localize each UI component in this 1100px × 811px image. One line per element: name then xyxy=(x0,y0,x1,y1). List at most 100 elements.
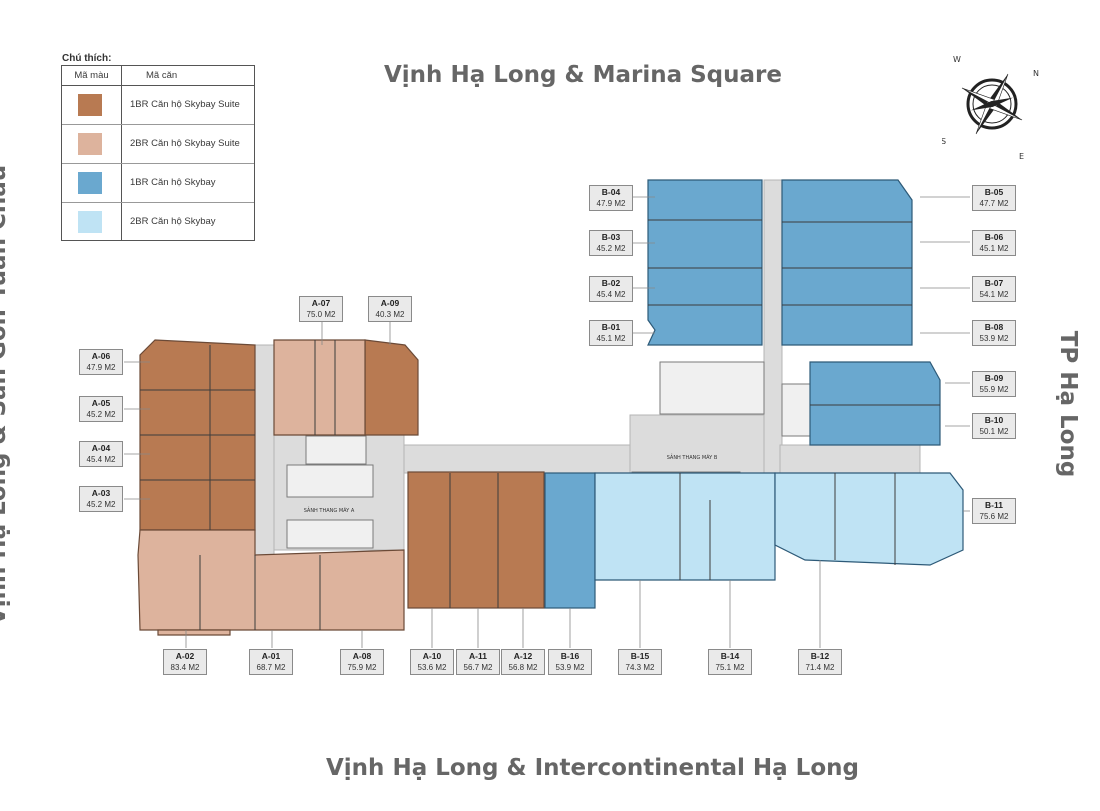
unit-area: 45.4 M2 xyxy=(86,455,116,464)
unit-tag: B-16 53.9 M2 xyxy=(548,649,592,675)
zone-b-1br-skybay xyxy=(544,179,941,609)
unit-area: 45.1 M2 xyxy=(979,244,1009,253)
legend-label: 2BR Căn hộ Skybay xyxy=(130,216,216,227)
unit-tag: B-12 71.4 M2 xyxy=(798,649,842,675)
unit-code: B-07 xyxy=(984,278,1004,288)
unit-code: B-08 xyxy=(984,322,1004,332)
unit-code: A-10 xyxy=(422,651,442,661)
unit-area: 47.9 M2 xyxy=(596,199,626,208)
lift-core-a xyxy=(286,435,374,549)
unit-area: 56.8 M2 xyxy=(508,663,538,672)
unit-tag: A-08 75.9 M2 xyxy=(340,649,384,675)
unit-code: B-05 xyxy=(984,187,1004,197)
unit-tag: B-14 75.1 M2 xyxy=(708,649,752,675)
unit-area: 75.9 M2 xyxy=(347,663,377,672)
unit-area: 45.2 M2 xyxy=(596,244,626,253)
unit-code: A-03 xyxy=(91,488,111,498)
unit-area: 83.4 M2 xyxy=(170,663,200,672)
compass-w: W xyxy=(953,55,961,64)
legend-table: Mã màu Mã căn 1BR Căn hộ Skybay Suite 2B… xyxy=(61,65,255,241)
unit-tag: A-10 53.6 M2 xyxy=(410,649,454,675)
unit-area: 75.6 M2 xyxy=(979,512,1009,521)
legend-swatch xyxy=(78,94,102,116)
unit-code: B-10 xyxy=(984,415,1004,425)
unit-area: 47.9 M2 xyxy=(86,363,116,372)
unit-code: B-11 xyxy=(985,500,1003,510)
lift-lobby-b-label: SẢNH THANG MÁY B xyxy=(667,453,718,461)
unit-code: A-02 xyxy=(175,651,195,661)
unit-tag: B-10 50.1 M2 xyxy=(972,413,1016,439)
legend-row: 2BR Căn hộ Skybay xyxy=(62,202,254,241)
unit-code: B-14 xyxy=(720,651,740,661)
unit-tag: A-09 40.3 M2 xyxy=(368,296,412,322)
unit-tag: B-09 55.9 M2 xyxy=(972,371,1016,397)
interior-walls xyxy=(140,219,940,630)
unit-code: A-08 xyxy=(352,651,372,661)
unit-code: A-11 xyxy=(469,651,487,661)
unit-area: 75.1 M2 xyxy=(715,663,745,672)
unit-tag: B-05 47.7 M2 xyxy=(972,185,1016,211)
unit-area: 40.3 M2 xyxy=(375,310,405,319)
legend-swatch xyxy=(78,172,102,194)
legend-label: 1BR Căn hộ Skybay Suite xyxy=(130,99,240,110)
unit-code: B-16 xyxy=(560,651,580,661)
legend-row: 1BR Căn hộ Skybay xyxy=(62,163,254,203)
unit-tag: B-03 45.2 M2 xyxy=(589,230,633,256)
unit-area: 47.7 M2 xyxy=(979,199,1009,208)
unit-tag: B-15 74.3 M2 xyxy=(618,649,662,675)
unit-code: B-15 xyxy=(630,651,650,661)
direction-top-label: Vịnh Hạ Long & Marina Square xyxy=(384,62,782,88)
unit-area: 53.6 M2 xyxy=(417,663,447,672)
unit-area: 55.9 M2 xyxy=(979,385,1009,394)
unit-area: 45.2 M2 xyxy=(86,410,116,419)
unit-tag: B-04 47.9 M2 xyxy=(589,185,633,211)
legend-header: Mã màu Mã căn xyxy=(62,66,254,86)
legend-title: Chú thích: xyxy=(62,53,112,64)
legend-label: 2BR Căn hộ Skybay Suite xyxy=(130,138,240,149)
compass-rose-icon: N E S W xyxy=(942,55,1039,160)
unit-tag: B-06 45.1 M2 xyxy=(972,230,1016,256)
unit-code: B-04 xyxy=(601,187,621,197)
unit-code: A-12 xyxy=(513,651,533,661)
unit-code: A-06 xyxy=(91,351,111,361)
unit-code: A-07 xyxy=(311,298,331,308)
unit-area: 71.4 M2 xyxy=(805,663,835,672)
legend-header-color: Mã màu xyxy=(62,66,122,85)
zone-a-2br-suite xyxy=(137,339,405,636)
unit-tag: B-02 45.4 M2 xyxy=(589,276,633,302)
unit-tag: B-11 75.6 M2 xyxy=(972,498,1016,524)
compass-n: N xyxy=(1033,69,1039,78)
unit-tag: A-02 83.4 M2 xyxy=(163,649,207,675)
unit-area: 68.7 M2 xyxy=(256,663,286,672)
unit-code: B-03 xyxy=(601,232,621,242)
compass-e: E xyxy=(1019,152,1024,160)
unit-tag: A-06 47.9 M2 xyxy=(79,349,123,375)
unit-code: B-12 xyxy=(810,651,830,661)
legend-swatch xyxy=(78,133,102,155)
unit-code: B-01 xyxy=(601,322,621,332)
unit-code: B-06 xyxy=(984,232,1004,242)
unit-area: 74.3 M2 xyxy=(625,663,655,672)
unit-tag: A-11 56.7 M2 xyxy=(456,649,500,675)
legend-swatch xyxy=(78,211,102,233)
unit-tag: A-12 56.8 M2 xyxy=(501,649,545,675)
legend-label: 1BR Căn hộ Skybay xyxy=(130,177,216,188)
unit-area: 50.1 M2 xyxy=(979,427,1009,436)
unit-code: B-02 xyxy=(601,278,621,288)
unit-code: A-04 xyxy=(91,443,111,453)
unit-code: A-09 xyxy=(380,298,400,308)
unit-tag: A-04 45.4 M2 xyxy=(79,441,123,467)
unit-area: 53.9 M2 xyxy=(979,334,1009,343)
unit-tag: B-08 53.9 M2 xyxy=(972,320,1016,346)
zone-b-2br-skybay xyxy=(594,472,964,581)
unit-area: 53.9 M2 xyxy=(555,663,585,672)
unit-area: 56.7 M2 xyxy=(463,663,493,672)
unit-area: 45.4 M2 xyxy=(596,290,626,299)
unit-code: B-09 xyxy=(984,373,1004,383)
